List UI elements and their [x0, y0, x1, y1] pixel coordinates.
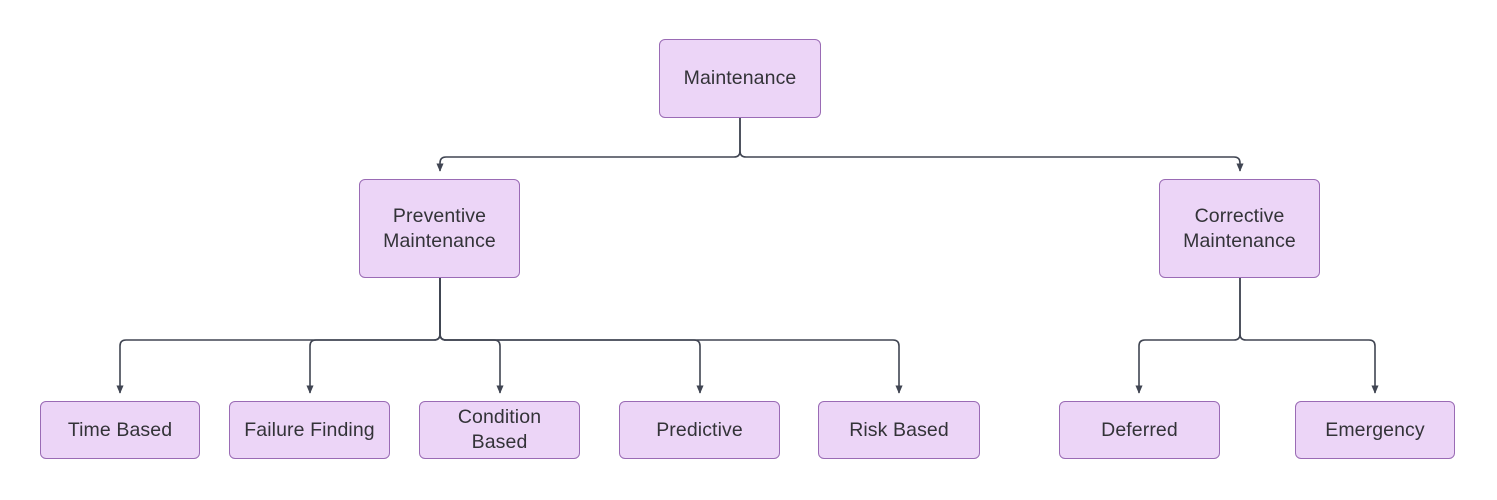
node-predictive-label: Predictive: [656, 418, 743, 441]
node-condition-based[interactable]: Condition Based: [419, 401, 580, 459]
node-time-based[interactable]: Time Based: [40, 401, 200, 459]
node-maintenance[interactable]: Maintenance: [659, 39, 821, 118]
edge-preventive-to-failure-finding: [306, 278, 441, 394]
node-corrective-maintenance-label: Corrective Maintenance: [1183, 204, 1296, 252]
node-predictive[interactable]: Predictive: [619, 401, 780, 459]
node-emergency[interactable]: Emergency: [1295, 401, 1455, 459]
node-maintenance-label: Maintenance: [683, 67, 797, 89]
edge-preventive-to-time-based: [116, 278, 441, 394]
node-emergency-label: Emergency: [1325, 418, 1425, 441]
node-corrective-maintenance[interactable]: Corrective Maintenance: [1159, 179, 1320, 278]
edge-maintenance-to-corrective: [739, 118, 1244, 172]
edge-preventive-to-risk-based: [439, 278, 903, 394]
node-failure-finding[interactable]: Failure Finding: [229, 401, 390, 459]
node-condition-based-label: Condition Based: [457, 406, 542, 453]
node-deferred-label: Deferred: [1101, 418, 1178, 441]
node-preventive-maintenance[interactable]: Preventive Maintenance: [359, 179, 520, 278]
node-deferred[interactable]: Deferred: [1059, 401, 1220, 459]
node-risk-based-label: Risk Based: [849, 418, 949, 441]
edge-maintenance-to-preventive: [436, 118, 741, 172]
node-preventive-maintenance-label: Preventive Maintenance: [383, 204, 496, 252]
edge-preventive-to-predictive: [439, 278, 704, 394]
edge-corrective-to-deferred: [1135, 278, 1241, 394]
edge-preventive-to-condition-based: [439, 278, 504, 394]
edge-corrective-to-emergency: [1239, 278, 1379, 394]
node-risk-based[interactable]: Risk Based: [818, 401, 980, 459]
node-time-based-label: Time Based: [67, 418, 173, 441]
node-failure-finding-label: Failure Finding: [244, 418, 375, 441]
